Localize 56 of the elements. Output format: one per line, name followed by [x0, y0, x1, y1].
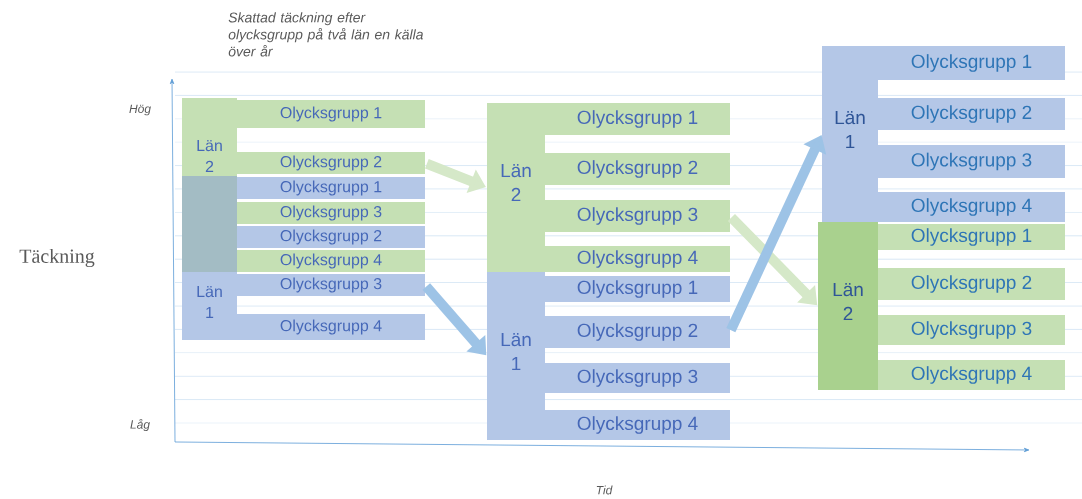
group-bar: Olycksgrupp 4: [237, 314, 425, 340]
group-bar: Olycksgrupp 2: [878, 268, 1065, 300]
group-bar: Olycksgrupp 1: [237, 100, 425, 128]
county-block: Län 1: [487, 272, 545, 440]
chart-title: Skattad täckning efter olycksgrupp på två län en källa över år: [228, 12, 423, 57]
node-label: Län 1: [197, 286, 222, 319]
county-block: Län 2: [182, 98, 237, 272]
node-label: Olycksgrupp 3: [911, 152, 1032, 171]
county-block: Län 2: [818, 222, 878, 390]
group-bar: Olycksgrupp 2: [545, 153, 730, 185]
node-label: Län 2: [197, 140, 222, 173]
node-label: Olycksgrupp 1: [577, 280, 698, 298]
group-bar: Olycksgrupp 4: [545, 410, 730, 440]
group-bar: Olycksgrupp 1: [878, 224, 1065, 250]
group-bar: Olycksgrupp 3: [237, 274, 425, 296]
group-bar: Olycksgrupp 3: [545, 363, 730, 393]
group-bar: Olycksgrupp 3: [878, 145, 1065, 178]
axis-label: Hög: [129, 104, 151, 116]
group-bar: Olycksgrupp 2: [545, 316, 730, 348]
node-label: Län 1: [835, 111, 865, 149]
group-bar: Olycksgrupp 2: [237, 152, 425, 174]
group-bar: Olycksgrupp 1: [878, 46, 1065, 80]
node-label: Olycksgrupp 3: [577, 207, 698, 225]
group-bar: Olycksgrupp 3: [545, 200, 730, 232]
group-bar: Olycksgrupp 4: [237, 250, 425, 272]
group-bar: Olycksgrupp 4: [878, 192, 1065, 222]
group-bar: Olycksgrupp 1: [545, 276, 730, 302]
node-label: Län 1: [501, 333, 531, 371]
node-label: Olycksgrupp 2: [577, 323, 698, 341]
node-label: Olycksgrupp 3: [577, 369, 698, 387]
axis-title: Tid: [596, 485, 613, 495]
group-bar: Olycksgrupp 2: [878, 98, 1065, 130]
node-label: Olycksgrupp 2: [577, 160, 698, 178]
county-block: Län 1: [822, 46, 878, 222]
node-label: Olycksgrupp 1: [911, 54, 1032, 72]
node-label: Olycksgrupp 4: [577, 416, 698, 434]
node-label: Olycksgrupp 4: [911, 198, 1032, 216]
group-bar: Olycksgrupp 2: [237, 226, 425, 248]
group-bar: Olycksgrupp 1: [545, 103, 730, 135]
group-bar: Olycksgrupp 4: [545, 246, 730, 272]
group-bar: Olycksgrupp 1: [237, 177, 425, 199]
group-bar: Olycksgrupp 3: [237, 202, 425, 224]
county-block: Län 2: [487, 103, 545, 272]
group-bar: Olycksgrupp 4: [878, 360, 1065, 390]
node-label: Olycksgrupp 2: [280, 155, 382, 171]
node-label: Olycksgrupp 2: [911, 105, 1032, 123]
node-label: Län 2: [501, 164, 531, 202]
group-bar: Olycksgrupp 3: [878, 315, 1065, 345]
node-label: Olycksgrupp 3: [280, 277, 382, 293]
node-label: Olycksgrupp 4: [280, 319, 382, 335]
axis-label: Låg: [130, 418, 150, 432]
axis-title: Täckning: [19, 248, 95, 268]
node-label: Olycksgrupp 1: [280, 106, 382, 122]
node-label: Olycksgrupp 1: [577, 110, 698, 128]
node-label: Olycksgrupp 4: [577, 250, 698, 268]
county-block: Län 1: [182, 272, 237, 340]
